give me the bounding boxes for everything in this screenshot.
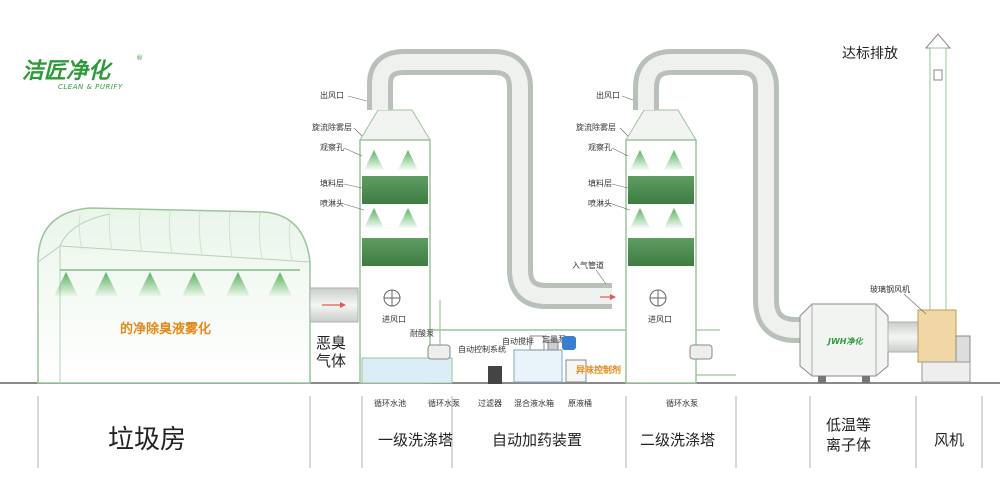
circ-pump-label: 循环水泵 xyxy=(428,398,460,408)
scrubber-tower-1: 进风口 xyxy=(359,109,453,384)
brand-logo-text: 洁匠净化 xyxy=(22,59,113,84)
section-dosing: 自动加药装置 xyxy=(492,431,582,449)
tower1-labels: 出风口 旋流除雾层 观察孔 填料层 喷淋头 xyxy=(312,90,379,211)
brand-tagline: CLEAN & PURIFY xyxy=(58,83,123,91)
nozzle-label: 喷淋头 xyxy=(320,198,344,208)
outlet-label-2: 出风口 xyxy=(596,90,620,100)
gas-label-line2: 气体 xyxy=(316,352,346,370)
raw-tank xyxy=(565,359,587,383)
section-tower-1: 一级洗涤塔 xyxy=(378,431,453,449)
tower1-pool xyxy=(361,357,453,384)
packing-label-2: 填料层 xyxy=(588,178,612,188)
auto-stir-label: 自动搅拌 xyxy=(502,336,534,346)
tower2-spray xyxy=(664,150,684,170)
connecting-duct-1: 入气管道 xyxy=(367,49,616,309)
section-plasma-line2: 离子体 xyxy=(826,436,871,454)
tower2-circ-pump xyxy=(689,344,713,360)
viewport-label-2: 观察孔 xyxy=(588,142,612,152)
fan-assembly: 玻璃钢风机 达标排放 xyxy=(842,33,971,383)
garbage-room: 的净除臭液雾化 xyxy=(37,207,311,384)
spray-label: 的净除臭液雾化 xyxy=(120,321,211,337)
spray-nozzle xyxy=(226,272,250,296)
spray-nozzle xyxy=(138,272,162,296)
gas-flow-arrowhead xyxy=(340,302,346,308)
acid-pump-label: 耐酸泵 xyxy=(410,328,434,338)
dosing-pump-head xyxy=(562,336,576,350)
section-tower-2: 二级洗涤塔 xyxy=(640,431,715,449)
plasma-unit: JWH净化 xyxy=(799,303,919,383)
fan-base xyxy=(921,361,971,383)
mix-tank-label: 混合液水箱 xyxy=(514,398,554,408)
dosing-pump xyxy=(547,339,559,351)
chimney-cap xyxy=(924,33,952,49)
spray-nozzle xyxy=(94,272,118,296)
registered-mark: ® xyxy=(136,54,143,62)
viewport-label: 观察孔 xyxy=(320,142,344,152)
dosing-system: 耐酸泵 自动控制系统 自动搅拌 定量泵 异味控制剂 循环水池 循环水泵 过滤器 … xyxy=(374,300,698,408)
discharge-label: 达标排放 xyxy=(842,46,898,62)
outlet-label: 出风口 xyxy=(320,90,344,100)
tower1-packing-bottom xyxy=(362,238,428,266)
fan-housing xyxy=(917,309,957,363)
control-system-label: 自动控制系统 xyxy=(458,344,506,354)
section-fan: 风机 xyxy=(934,431,964,449)
spray-nozzle xyxy=(268,272,292,296)
tower1-inlet-label: 进风口 xyxy=(382,315,406,324)
mix-tank xyxy=(513,349,563,383)
stirrer-motor xyxy=(529,335,545,351)
chimney xyxy=(929,47,947,311)
section-dividers xyxy=(37,396,983,468)
tower2-spray xyxy=(664,208,684,228)
scrubber-tower-2: 进风口 xyxy=(625,109,736,384)
tower1-packing-top xyxy=(362,176,428,204)
dosing-pump-label: 定量泵 xyxy=(542,334,566,344)
plasma-logo: JWH净化 xyxy=(826,337,864,346)
tower1-spray xyxy=(398,150,418,170)
plasma-to-fan-duct xyxy=(887,321,919,353)
gas-label-line1: 恶臭 xyxy=(316,334,346,352)
nozzle-label-2: 喷淋头 xyxy=(588,198,612,208)
tower1-spray xyxy=(364,150,384,170)
tower2-spray xyxy=(630,208,650,228)
packing-label: 填料层 xyxy=(320,178,344,188)
connecting-duct-2 xyxy=(633,49,810,343)
inlet-pipe-label: 入气管道 xyxy=(572,260,604,270)
tower1-spray xyxy=(364,208,384,228)
spray-nozzle xyxy=(182,272,206,296)
filter-label: 过滤器 xyxy=(478,398,502,408)
pool-label: 循环水池 xyxy=(374,398,406,408)
acid-pump xyxy=(427,344,451,360)
tower2-cone xyxy=(625,109,697,141)
tower2-packing-bottom xyxy=(628,238,694,266)
plasma-housing xyxy=(799,303,889,377)
raw-tank-label: 原液桶 xyxy=(568,398,592,408)
section-plasma-line1: 低温等 xyxy=(826,416,871,434)
brand-logo: 洁匠净化 ® CLEAN & PURIFY xyxy=(22,54,143,91)
demister-label: 旋流除雾层 xyxy=(312,122,352,132)
section-garbage-room: 垃圾房 xyxy=(108,425,186,455)
tower1-spray xyxy=(398,208,418,228)
tower2-packing-top xyxy=(628,176,694,204)
fan-name-label: 玻璃钢风机 xyxy=(870,284,910,294)
control-box xyxy=(488,366,502,384)
odor-control-label: 异味控制剂 xyxy=(576,364,621,376)
tower1-cone xyxy=(359,109,431,141)
tower2-spray xyxy=(630,150,650,170)
spray-nozzle xyxy=(54,272,78,296)
demister-label-2: 旋流除雾层 xyxy=(576,122,616,132)
circ-pump-2-label: 循环水泵 xyxy=(666,398,698,408)
tower2-inlet-label: 进风口 xyxy=(648,315,672,324)
